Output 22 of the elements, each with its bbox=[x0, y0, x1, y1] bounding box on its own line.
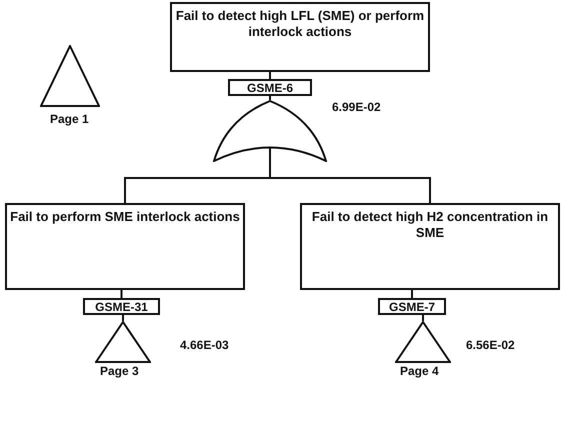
probability-value: 6.99E-02 bbox=[332, 100, 381, 114]
page-reference: Page 4 bbox=[400, 364, 439, 378]
connector-line bbox=[269, 72, 271, 79]
page-reference: Page 3 bbox=[100, 364, 139, 378]
probability-value: 6.56E-02 bbox=[466, 338, 515, 352]
probability-value: 4.66E-03 bbox=[180, 338, 229, 352]
gate-id-label: GSME-31 bbox=[83, 298, 160, 315]
or-gate bbox=[213, 100, 327, 162]
event-box: Fail to detect high LFL (SME) or perform interlock actions bbox=[170, 2, 430, 72]
connector-line bbox=[122, 315, 124, 321]
event-box: Fail to perform SME interlock actions bbox=[5, 203, 245, 290]
gate-id-label: GSME-6 bbox=[228, 79, 312, 96]
transfer-triangle bbox=[40, 45, 100, 107]
connector-line bbox=[422, 315, 424, 321]
transfer-triangle bbox=[95, 321, 151, 363]
connector-line bbox=[411, 290, 413, 298]
gate-id-label: GSME-7 bbox=[378, 298, 446, 315]
connector-line bbox=[120, 290, 122, 298]
event-box: Fail to detect high H2 concentration in SME bbox=[300, 203, 560, 290]
connector-line bbox=[269, 96, 271, 100]
transfer-triangle bbox=[395, 321, 451, 363]
page-reference: Page 1 bbox=[50, 112, 89, 126]
